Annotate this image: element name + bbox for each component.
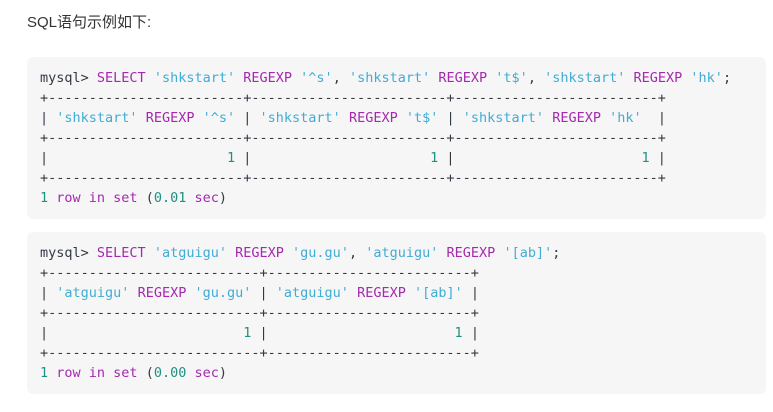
code-line: +------------------------+--------------…	[40, 170, 666, 186]
code-line: +------------------------+--------------…	[40, 130, 666, 146]
document-page: SQL语句示例如下: mysql> SELECT 'shkstart' REGE…	[27, 14, 766, 394]
sql-regexp-shkstart-example: mysql> SELECT 'shkstart' REGEXP '^s', 's…	[27, 57, 766, 219]
code-line: 1 row in set (0.00 sec)	[40, 365, 228, 381]
code-line: | 'atguigu' REGEXP 'gu.gu' | 'atguigu' R…	[40, 285, 480, 301]
page-title: SQL语句示例如下:	[27, 14, 152, 31]
code-line: +--------------------------+------------…	[40, 265, 479, 281]
code-line: +--------------------------+------------…	[40, 345, 479, 361]
code-line: +------------------------+--------------…	[40, 90, 666, 106]
code-line: mysql> SELECT 'shkstart' REGEXP '^s', 's…	[40, 70, 732, 86]
code-line: | 'shkstart' REGEXP '^s' | 'shkstart' RE…	[40, 110, 667, 126]
sql-regexp-atguigu-example: mysql> SELECT 'atguigu' REGEXP 'gu.gu', …	[27, 232, 766, 394]
code-line: 1 row in set (0.01 sec)	[40, 190, 228, 206]
code-line: mysql> SELECT 'atguigu' REGEXP 'gu.gu', …	[40, 245, 561, 261]
code-line: +--------------------------+------------…	[40, 305, 479, 321]
code-line: | 1 | 1 |	[40, 325, 479, 341]
code-line: | 1 | 1 | 1 |	[40, 150, 666, 166]
